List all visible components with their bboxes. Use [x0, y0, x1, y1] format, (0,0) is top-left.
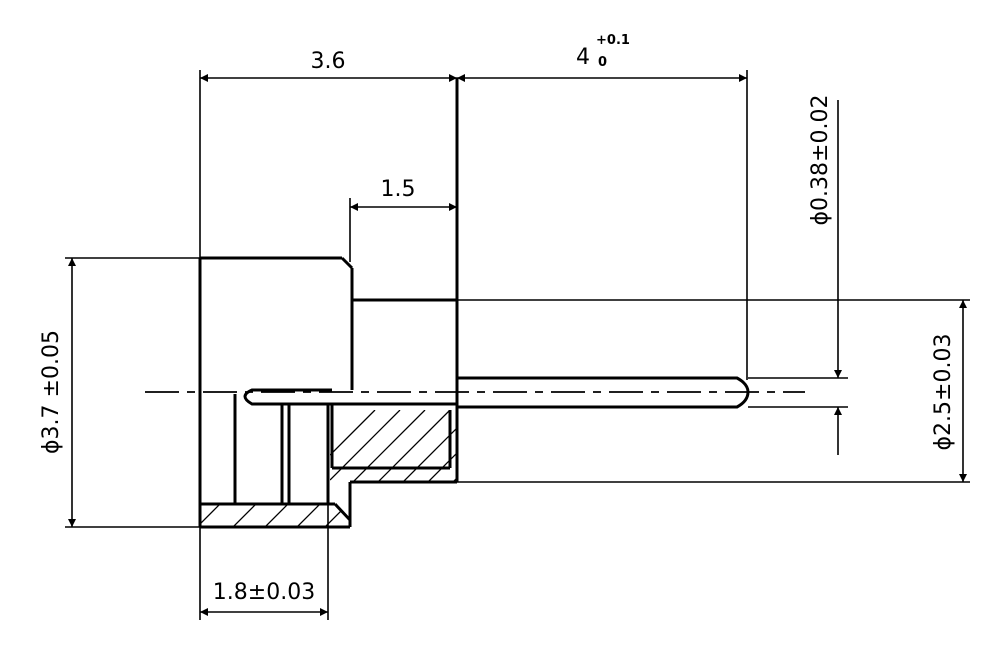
pin-tolerance-lower: 0 — [598, 55, 607, 70]
part-outline — [198, 78, 750, 529]
section-hatching — [330, 410, 457, 482]
head-diameter-label: ϕ3.7 ±0.05 — [39, 330, 64, 454]
overall-length-label: 3.6 — [311, 49, 346, 74]
pin-length-label: 4 — [576, 45, 590, 70]
bore-depth-label: 1.8±0.03 — [213, 580, 315, 605]
pin-diameter-label: ϕ0.38±0.02 — [808, 95, 833, 226]
shoulder-diameter-label: ϕ2.5±0.03 — [931, 334, 956, 451]
shoulder-length-label: 1.5 — [381, 177, 416, 202]
pin-tolerance-upper: +0.1 — [596, 33, 630, 48]
dimension-lines — [68, 74, 967, 616]
